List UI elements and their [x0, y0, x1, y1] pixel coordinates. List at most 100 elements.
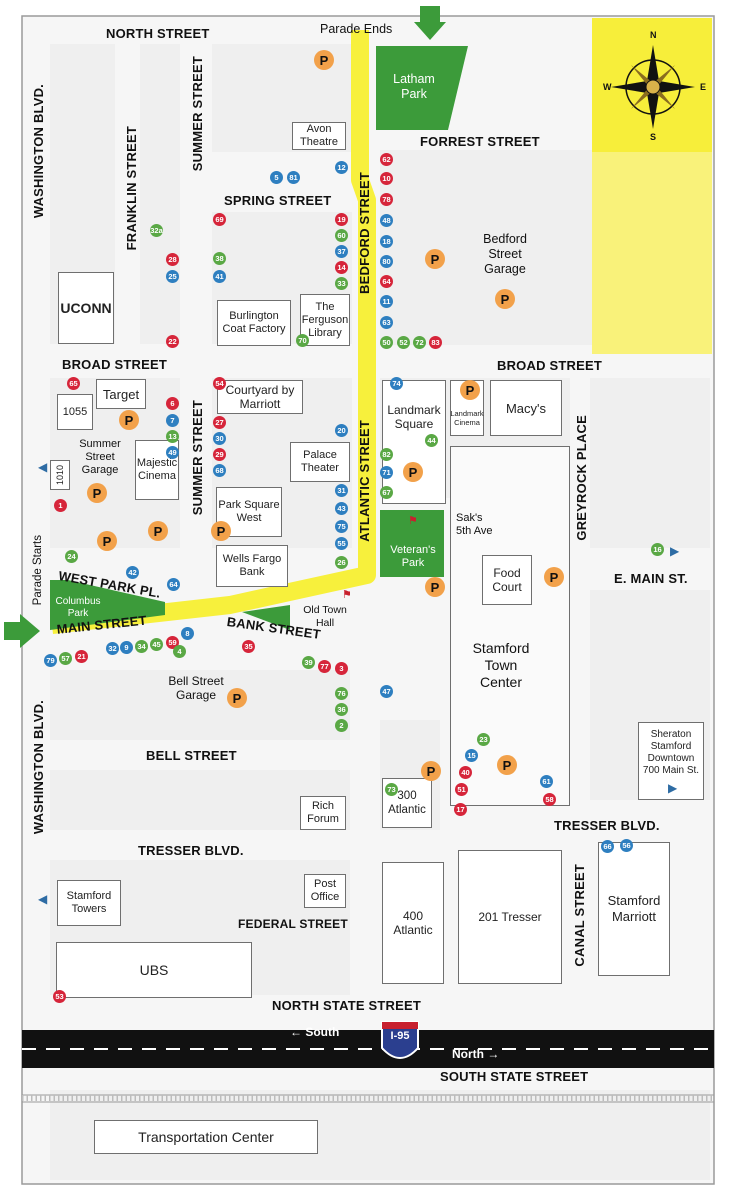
- rich-forum: Rich Forum: [300, 796, 346, 830]
- columbus-park-shape: [50, 580, 165, 630]
- parking-icon: P: [544, 567, 564, 587]
- stamford-towers: Stamford Towers: [57, 880, 121, 926]
- e-main-street-label: E. MAIN ST.: [614, 571, 688, 586]
- atlantic-400: 400 Atlantic: [382, 862, 444, 984]
- location-marker-17: 17: [454, 803, 467, 816]
- bedford-street-garage-label: Bedford Street Garage: [483, 232, 527, 276]
- macys-store: Macy's: [490, 380, 562, 436]
- location-marker-64: 64: [380, 275, 393, 288]
- flag-icon: ⚑: [408, 515, 418, 527]
- post-office: Post Office: [304, 874, 346, 908]
- parade-route: [50, 30, 376, 634]
- parade-ends-label: Parade Ends: [320, 22, 393, 36]
- location-marker-31: 31: [335, 484, 348, 497]
- bell-street-garage-label: Bell Street Garage: [168, 674, 224, 702]
- location-marker-69: 69: [213, 213, 226, 226]
- summer-street-north-label: SUMMER STREET: [190, 56, 205, 172]
- washington-blvd-south-label: WASHINGTON BLVD.: [31, 700, 46, 835]
- latham-park-shape: [376, 46, 468, 130]
- sheraton-arrow-icon: ▶: [668, 781, 678, 795]
- towers-arrow-icon: ◀: [38, 892, 48, 906]
- location-marker-61: 61: [540, 775, 553, 788]
- location-marker-60: 60: [335, 229, 348, 242]
- location-marker-51: 51: [455, 783, 468, 796]
- location-marker-79: 79: [44, 654, 57, 667]
- location-marker-75: 75: [335, 520, 348, 533]
- location-marker-71: 71: [380, 466, 393, 479]
- forest-street-label: FORREST STREET: [420, 134, 540, 149]
- location-marker-28: 28: [166, 253, 179, 266]
- location-marker-41: 41: [213, 270, 226, 283]
- building-1010-label: 1010: [54, 464, 65, 486]
- location-marker-21: 21: [75, 650, 88, 663]
- south-state-street-label: SOUTH STATE STREET: [440, 1069, 589, 1084]
- compass-e-label: E: [700, 82, 707, 92]
- tresser-blvd-west-label: TRESSER BLVD.: [138, 843, 244, 858]
- location-marker-14: 14: [335, 261, 348, 274]
- location-marker-48: 48: [380, 214, 393, 227]
- location-marker-3: 3: [335, 662, 348, 675]
- location-marker-70: 70: [296, 334, 309, 347]
- washington-blvd-north-label: WASHINGTON BLVD.: [31, 84, 46, 219]
- e-main-arrow-icon: ▶: [670, 544, 680, 558]
- parking-icon: P: [148, 521, 168, 541]
- courtyard-marriott: Courtyard by Marriott: [217, 380, 303, 414]
- wells-fargo-bank: Wells Fargo Bank: [216, 545, 288, 587]
- location-marker-29: 29: [213, 448, 226, 461]
- tresser-blvd-east-label: TRESSER BLVD.: [554, 818, 660, 833]
- federal-street-label: FEDERAL STREET: [238, 917, 348, 931]
- veterans-park-label: Veteran's Park: [390, 544, 436, 569]
- location-marker-44: 44: [425, 434, 438, 447]
- location-marker-45: 45: [150, 638, 163, 651]
- south-direction-label: ← South: [290, 1025, 340, 1039]
- parking-icon: P: [97, 531, 117, 551]
- parking-icon: P: [495, 289, 515, 309]
- parking-icon: P: [314, 50, 334, 70]
- location-marker-32: 32: [106, 642, 119, 655]
- location-marker-25: 25: [166, 270, 179, 283]
- location-marker-57: 57: [59, 652, 72, 665]
- location-marker-64: 64: [167, 578, 180, 591]
- location-marker-67: 67: [380, 486, 393, 499]
- location-marker-7: 7: [166, 414, 179, 427]
- stamford-marriott: Stamford Marriott: [598, 842, 670, 976]
- location-marker-38: 38: [213, 252, 226, 265]
- compass-n-label: N: [650, 30, 657, 40]
- location-marker-42: 42: [126, 566, 139, 579]
- transportation-center: Transportation Center: [94, 1120, 318, 1154]
- greyrock-place-label: GREYROCK PLACE: [574, 415, 589, 541]
- location-marker-76: 76: [335, 687, 348, 700]
- location-marker-77: 77: [318, 660, 331, 673]
- location-marker-68: 68: [213, 464, 226, 477]
- location-marker-23: 23: [477, 733, 490, 746]
- summer-street-south-label: SUMMER STREET: [190, 400, 205, 516]
- bedford-street-label: BEDFORD STREET: [357, 172, 372, 294]
- location-marker-74: 74: [390, 377, 403, 390]
- columbus-park-label: Columbus Park: [55, 596, 101, 619]
- location-marker-58: 58: [543, 793, 556, 806]
- location-marker-65: 65: [67, 377, 80, 390]
- palace-theater: Palace Theater: [290, 442, 350, 482]
- target-store: Target: [96, 379, 146, 409]
- i95-shield-icon: [381, 1021, 419, 1059]
- location-marker-52: 52: [397, 336, 410, 349]
- location-marker-53: 53: [53, 990, 66, 1003]
- parade-starts-arrow-icon: [4, 614, 40, 648]
- location-marker-11: 11: [380, 295, 393, 308]
- location-marker-10: 10: [380, 172, 393, 185]
- compass-s-label: S: [650, 132, 657, 142]
- old-town-hall-label: Old Town Hall: [303, 604, 347, 629]
- location-marker-47: 47: [380, 685, 393, 698]
- location-marker-24: 24: [65, 550, 78, 563]
- veterans-park-shape: [380, 510, 444, 577]
- parking-icon: P: [403, 462, 423, 482]
- location-marker-35: 35: [242, 640, 255, 653]
- parking-icon: P: [421, 761, 441, 781]
- building-1010-box: 1010: [50, 460, 70, 490]
- bell-street-label: BELL STREET: [146, 748, 237, 763]
- location-marker-8: 8: [181, 627, 194, 640]
- location-marker-73: 73: [385, 783, 398, 796]
- location-marker-13: 13: [166, 430, 179, 443]
- location-marker-80: 80: [380, 255, 393, 268]
- location-marker-27: 27: [213, 416, 226, 429]
